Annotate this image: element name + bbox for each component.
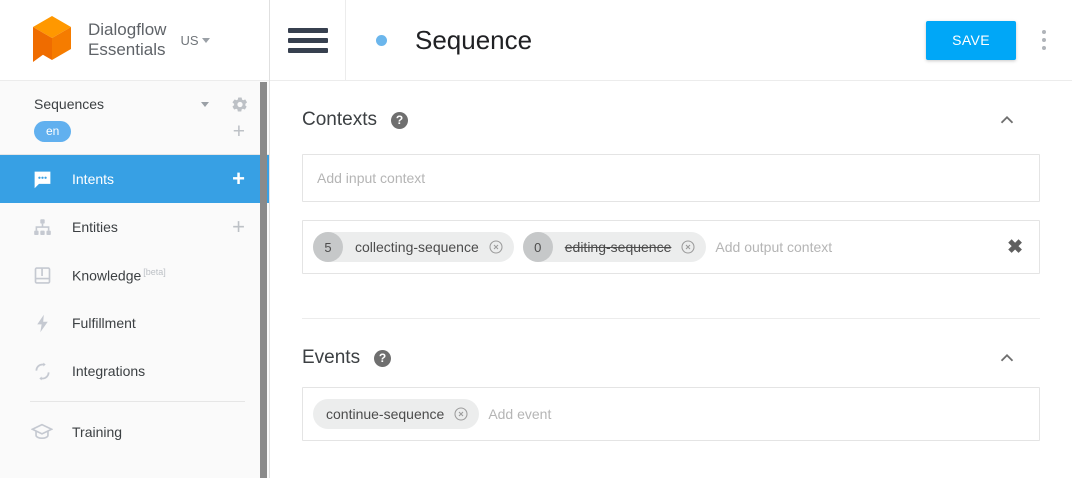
sidebar-item-label: Fulfillment (72, 315, 136, 331)
dialogflow-cube-logo-icon (30, 14, 74, 66)
add-intent-plus-icon[interactable]: + (232, 166, 245, 191)
sidebar-item-fulfillment[interactable]: Fulfillment (0, 299, 269, 347)
chip-count: 5 (313, 232, 343, 262)
input-context-field[interactable]: Add input context (302, 154, 1040, 202)
contexts-title: Contexts (302, 109, 377, 130)
sidebar-item-integrations[interactable]: Integrations (0, 347, 269, 395)
sidebar: Dialogflow Essentials US Sequences en + (0, 0, 270, 478)
add-language-plus-icon[interactable]: + (232, 119, 245, 143)
speech-bubble-icon (30, 167, 54, 191)
content-area: Contexts ? Add input context 5 collectin… (270, 81, 1072, 441)
remove-circle-icon[interactable] (488, 239, 504, 255)
hierarchy-icon (30, 215, 54, 239)
sidebar-item-intents[interactable]: Intents + (0, 155, 269, 203)
remove-circle-icon[interactable] (453, 406, 469, 422)
caret-down-icon (201, 37, 210, 43)
lightning-bolt-icon (30, 311, 54, 335)
title-area: Sequence (346, 25, 926, 56)
event-placeholder: Add event (488, 406, 552, 422)
region-label: US (180, 32, 199, 48)
sidebar-item-entities[interactable]: Entities + (0, 203, 269, 251)
sidebar-item-label: Training (72, 424, 123, 440)
knowledge-text: Knowledge (72, 267, 142, 284)
events-title: Events (302, 347, 361, 368)
save-button[interactable]: SAVE (926, 20, 1016, 60)
status-dot-icon (376, 34, 387, 46)
input-context-placeholder: Add input context (317, 170, 426, 186)
main-panel: Sequence SAVE Contexts ? (270, 0, 1072, 478)
chip-count: 0 (522, 232, 553, 262)
chip-label: collecting-sequence (355, 239, 479, 255)
sidebar-item-knowledge[interactable]: Knowledge[beta] (0, 251, 269, 299)
event-chip-continue-sequence[interactable]: continue-sequence (313, 399, 480, 429)
refresh-arrows-icon (30, 359, 54, 383)
sidebar-scrollbar[interactable] (260, 82, 267, 478)
gear-icon[interactable] (231, 95, 249, 113)
context-chip-collecting-sequence[interactable]: 5 collecting-sequence (313, 232, 514, 262)
output-context-placeholder: Add output context (715, 239, 833, 255)
language-row: en + (0, 117, 269, 154)
chip-label: continue-sequence (326, 406, 445, 422)
book-icon (30, 263, 54, 287)
chip-label: editing-sequence (564, 239, 672, 255)
close-icon[interactable]: ✖ (1007, 236, 1023, 258)
language-chip-en[interactable]: en (34, 121, 72, 142)
agent-dropdown-caret-down-icon[interactable] (201, 101, 209, 107)
brand-name: Dialogflow Essentials (88, 20, 167, 59)
contexts-section: Contexts ? Add input context 5 collectin… (302, 81, 1040, 274)
brand-header: Dialogflow Essentials US (0, 0, 269, 81)
graduation-cap-icon (30, 420, 54, 444)
output-context-field[interactable]: 5 collecting-sequence 0 editing-sequence (302, 220, 1040, 274)
add-entity-plus-icon[interactable]: + (232, 214, 245, 239)
sidebar-item-label: Integrations (72, 363, 146, 379)
events-header: Events ? (302, 319, 1040, 369)
sidebar-item-training[interactable]: Training (0, 408, 269, 456)
contexts-header: Contexts ? (302, 81, 1040, 131)
page-title: Sequence (415, 24, 533, 55)
help-circle-icon[interactable]: ? (374, 349, 392, 367)
region-selector[interactable]: US (180, 32, 210, 48)
agent-name: Sequences (34, 96, 105, 112)
sidebar-item-label: Entities (72, 219, 118, 235)
chevron-up-icon[interactable] (996, 347, 1018, 369)
events-field[interactable]: continue-sequence Add event (302, 387, 1040, 441)
agent-selector[interactable]: Sequences (0, 81, 269, 117)
nav-separator (30, 401, 245, 402)
nav-divider (0, 154, 269, 155)
section-divider (302, 318, 1040, 319)
beta-badge: [beta] (143, 266, 166, 277)
sidebar-item-label: Knowledge[beta] (72, 267, 245, 284)
top-bar: Sequence SAVE (270, 0, 1072, 81)
kebab-menu-icon[interactable] (1016, 0, 1072, 81)
remove-circle-icon[interactable] (680, 239, 696, 255)
context-chip-editing-sequence[interactable]: 0 editing-sequence (522, 232, 707, 262)
help-circle-icon[interactable]: ? (390, 111, 408, 129)
sidebar-item-label: Intents (72, 171, 115, 187)
hamburger-icon[interactable] (270, 0, 346, 81)
events-section: Events ? continue-sequence (302, 319, 1040, 441)
chevron-up-icon[interactable] (996, 109, 1018, 131)
